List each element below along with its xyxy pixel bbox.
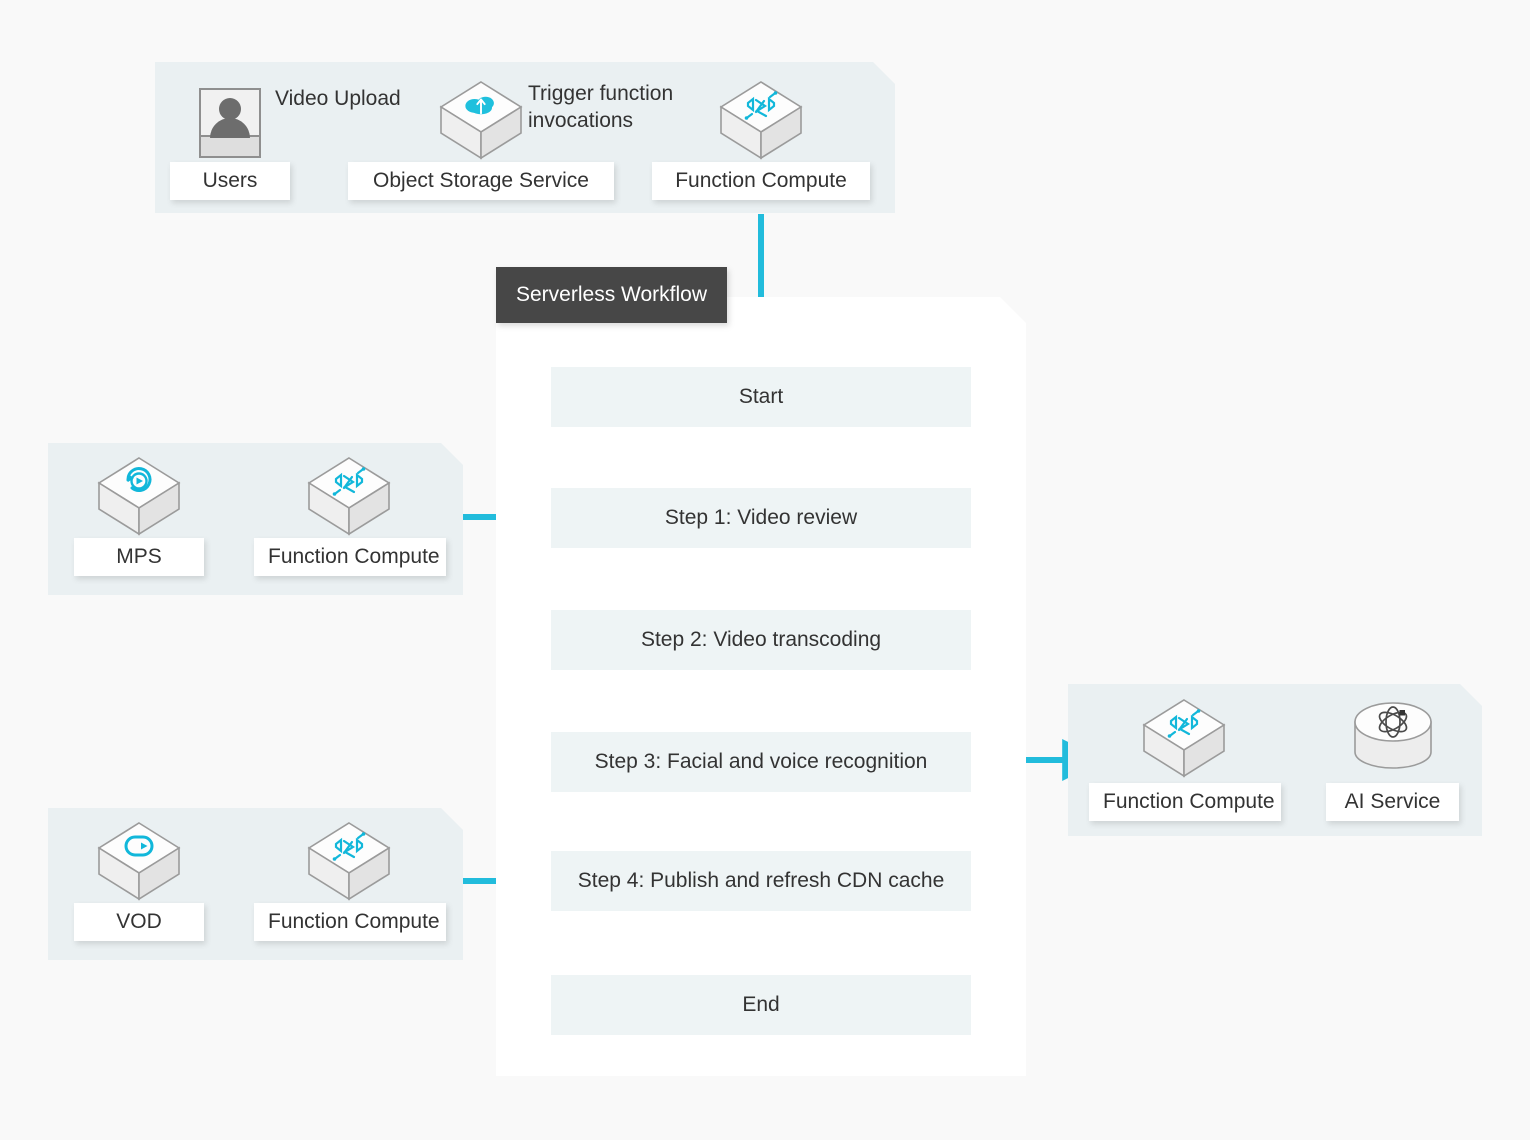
function-compute-vod-label: Function Compute	[254, 903, 446, 941]
workflow-step-start[interactable]: Start	[551, 367, 971, 427]
function-compute-cube-icon	[1140, 697, 1228, 781]
workflow-step-2[interactable]: Step 2: Video transcoding	[551, 610, 971, 670]
trigger-function-invocations-note: Trigger function invocations	[528, 82, 674, 132]
function-compute-cube-icon	[305, 455, 393, 539]
function-compute-ingest-label: Function Compute	[652, 162, 870, 200]
object-storage-service-label: Object Storage Service	[348, 162, 614, 200]
ai-service-cylinder-icon	[1349, 700, 1437, 780]
object-storage-cube-icon	[437, 79, 525, 163]
user-badge-icon	[199, 88, 261, 158]
function-compute-cube-icon	[717, 79, 805, 163]
video-upload-note: Video Upload	[275, 87, 401, 110]
function-compute-ai-label: Function Compute	[1089, 783, 1281, 821]
mps-label: MPS	[74, 538, 204, 576]
workflow-step-3[interactable]: Step 3: Facial and voice recognition	[551, 732, 971, 792]
workflow-step-4[interactable]: Step 4: Publish and refresh CDN cache	[551, 851, 971, 911]
workflow-step-end[interactable]: End	[551, 975, 971, 1035]
mps-cube-icon	[95, 455, 183, 539]
workflow-step-1[interactable]: Step 1: Video review	[551, 488, 971, 548]
vod-label: VOD	[74, 903, 204, 941]
vod-cube-icon	[95, 820, 183, 904]
function-compute-cube-icon	[305, 820, 393, 904]
ai-service-label: AI Service	[1326, 783, 1459, 821]
users-label: Users	[170, 162, 290, 200]
function-compute-mps-label: Function Compute	[254, 538, 446, 576]
serverless-workflow-title: Serverless Workflow	[496, 267, 727, 323]
